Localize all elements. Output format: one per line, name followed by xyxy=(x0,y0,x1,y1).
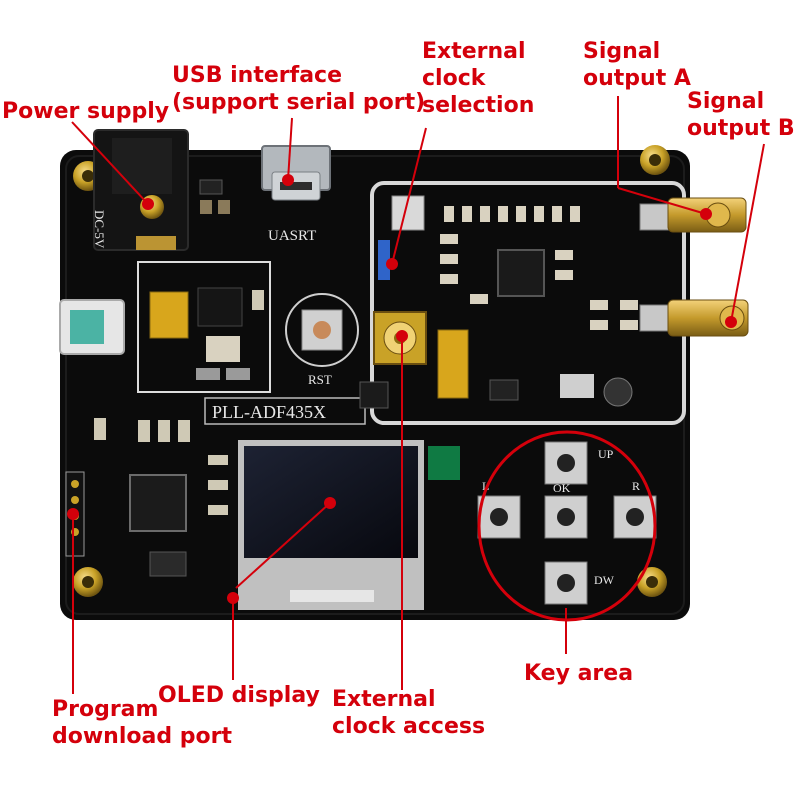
callout-program-download-port: Program download port xyxy=(52,697,232,749)
reset-button xyxy=(285,293,359,367)
power-jack xyxy=(93,129,189,251)
dc-label: DC-5V xyxy=(92,210,107,249)
annotation-lines xyxy=(71,96,765,694)
key-right-label: R xyxy=(632,479,640,493)
key-up-label: UP xyxy=(598,447,614,461)
key-left-label: L xyxy=(482,479,489,493)
key-ok-label: OK xyxy=(553,481,571,495)
rst-label: RST xyxy=(308,372,332,387)
callout-signal-output-a: Signal output A xyxy=(583,39,691,91)
usb-connector xyxy=(261,145,331,201)
power-switch xyxy=(59,299,125,355)
callout-external-clock-selection: External clock selection xyxy=(422,39,535,118)
annotation-dots xyxy=(67,174,737,604)
callout-key-area: Key area xyxy=(524,661,634,686)
uasrt-label: UASRT xyxy=(268,228,316,244)
callout-oled-display: OLED display xyxy=(158,683,320,708)
callout-signal-output-b: Signal output B xyxy=(687,89,795,141)
key-down-label: DW xyxy=(594,573,615,587)
board-name: PLL-ADF435X xyxy=(212,402,326,422)
callout-usb-interface: USB interface (support serial port) xyxy=(172,63,426,115)
keypad xyxy=(477,441,657,605)
oled-panel xyxy=(238,440,424,610)
mcu-chip xyxy=(129,474,187,532)
callout-external-clock-access: External clock access xyxy=(332,687,486,739)
callout-power-supply: Power supply xyxy=(2,99,170,124)
